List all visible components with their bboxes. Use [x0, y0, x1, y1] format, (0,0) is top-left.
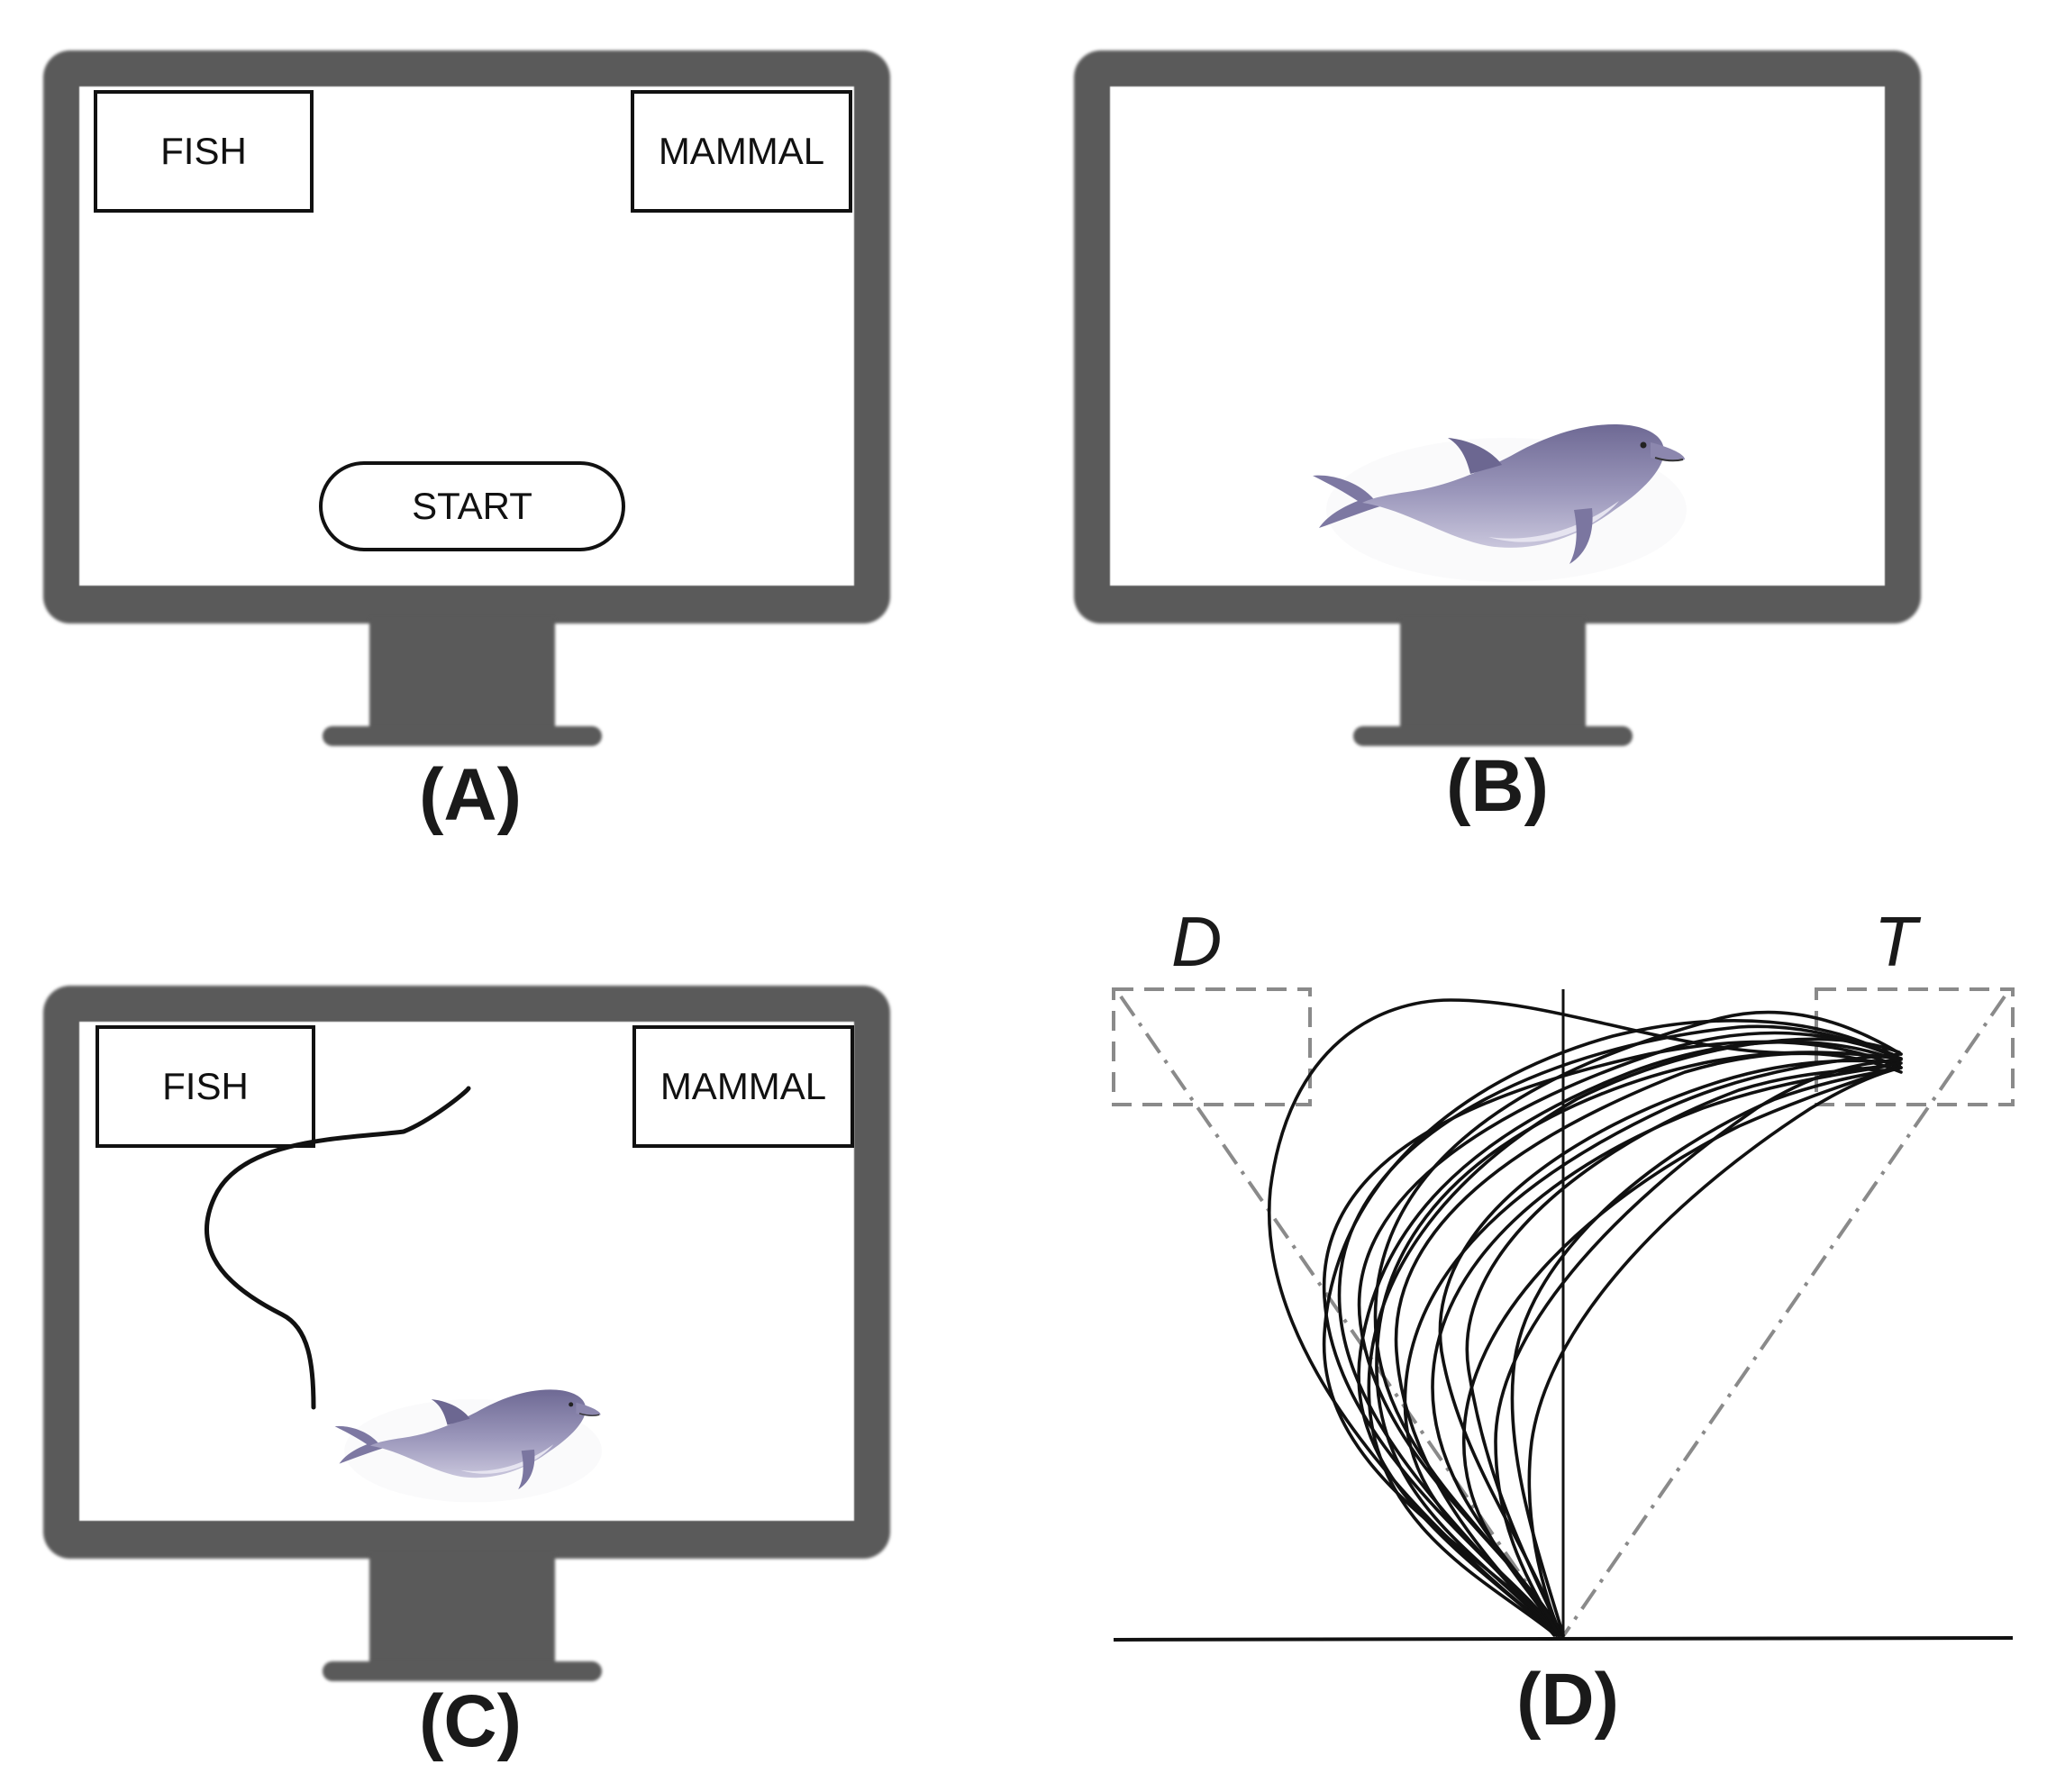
caption-c: (C): [419, 1680, 522, 1762]
fish-label: FISH: [162, 1065, 249, 1107]
mammal-label: MAMMAL: [658, 130, 825, 172]
trajectory-plot: [1112, 987, 2015, 1642]
fish-label: FISH: [160, 130, 247, 172]
mammal-response-box[interactable]: MAMMAL: [632, 1025, 854, 1148]
guide-line-right: [1561, 995, 2006, 1638]
monitor-neck: [1400, 618, 1586, 737]
monitor-foot: [1353, 726, 1633, 746]
monitor-neck: [369, 1553, 555, 1672]
monitor-neck: [369, 618, 555, 737]
monitor-c: FISH MAMMAL: [43, 986, 890, 1681]
target-label: T: [1874, 902, 1917, 981]
fish-response-box[interactable]: FISH: [94, 90, 314, 213]
distractor-box: [1112, 987, 1312, 1106]
fish-response-box[interactable]: FISH: [96, 1025, 315, 1148]
monitor-foot: [323, 726, 602, 746]
distractor-label: D: [1171, 902, 1223, 981]
trajectory-bundle: [1267, 998, 1903, 1637]
caption-b: (B): [1446, 745, 1549, 827]
mouse-trajectory: [205, 1086, 471, 1410]
panel-d: D T: [1108, 901, 2045, 1766]
caption-d: (D): [1516, 1659, 1619, 1741]
mammal-response-box[interactable]: MAMMAL: [631, 90, 852, 213]
monitor-b: [1074, 50, 1921, 746]
monitor-foot: [323, 1661, 602, 1681]
panel-b: (B): [1074, 50, 1921, 843]
target-box: [1815, 987, 2015, 1106]
dolphin-stimulus: [1308, 402, 1687, 582]
mammal-label: MAMMAL: [660, 1065, 827, 1107]
monitor-a: FISH MAMMAL START: [43, 50, 890, 746]
panel-c: FISH MAMMAL (C): [43, 986, 890, 1778]
baseline: [1113, 1636, 2014, 1642]
guide-line-left: [1119, 995, 1565, 1638]
panel-a: FISH MAMMAL START (A): [43, 50, 890, 843]
caption-a: (A): [419, 754, 522, 836]
start-label: START: [412, 485, 532, 527]
start-button[interactable]: START: [319, 461, 625, 551]
